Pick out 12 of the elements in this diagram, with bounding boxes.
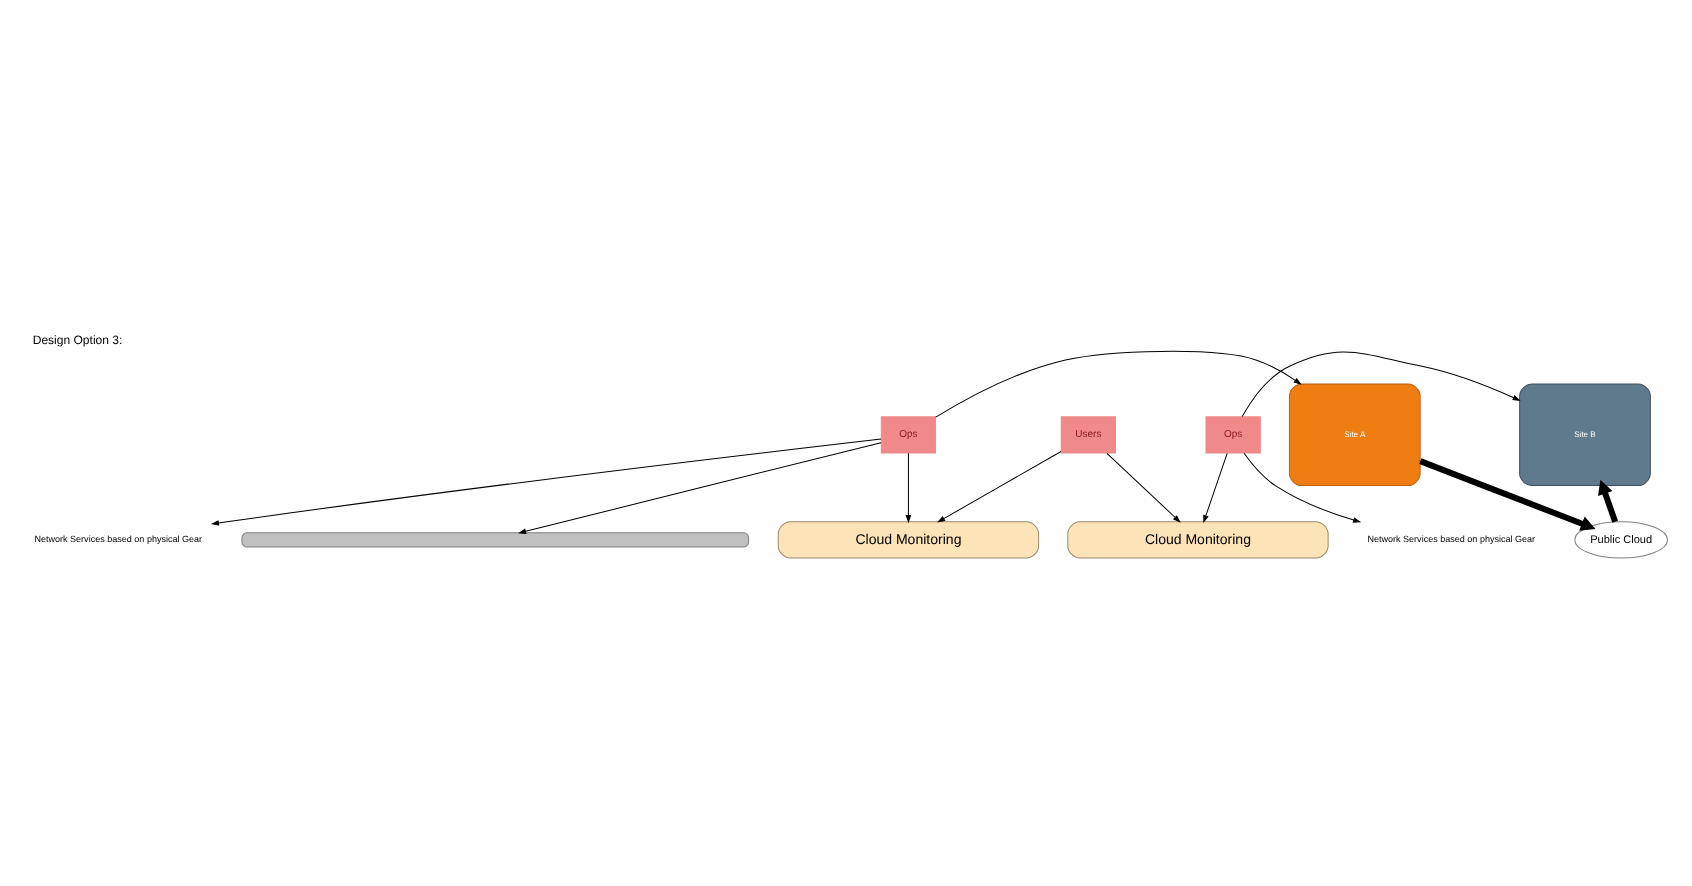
arrow xyxy=(1243,451,1362,522)
arrow xyxy=(1598,478,1618,522)
arrow xyxy=(1241,350,1521,417)
arrow xyxy=(1419,457,1596,530)
arrow xyxy=(1203,451,1228,523)
arrow xyxy=(1106,451,1181,522)
arrow xyxy=(905,451,912,523)
arrow xyxy=(937,450,1062,522)
arrow xyxy=(518,441,882,533)
arrow xyxy=(935,349,1302,417)
arrow xyxy=(210,437,882,525)
node-bar xyxy=(241,531,750,547)
